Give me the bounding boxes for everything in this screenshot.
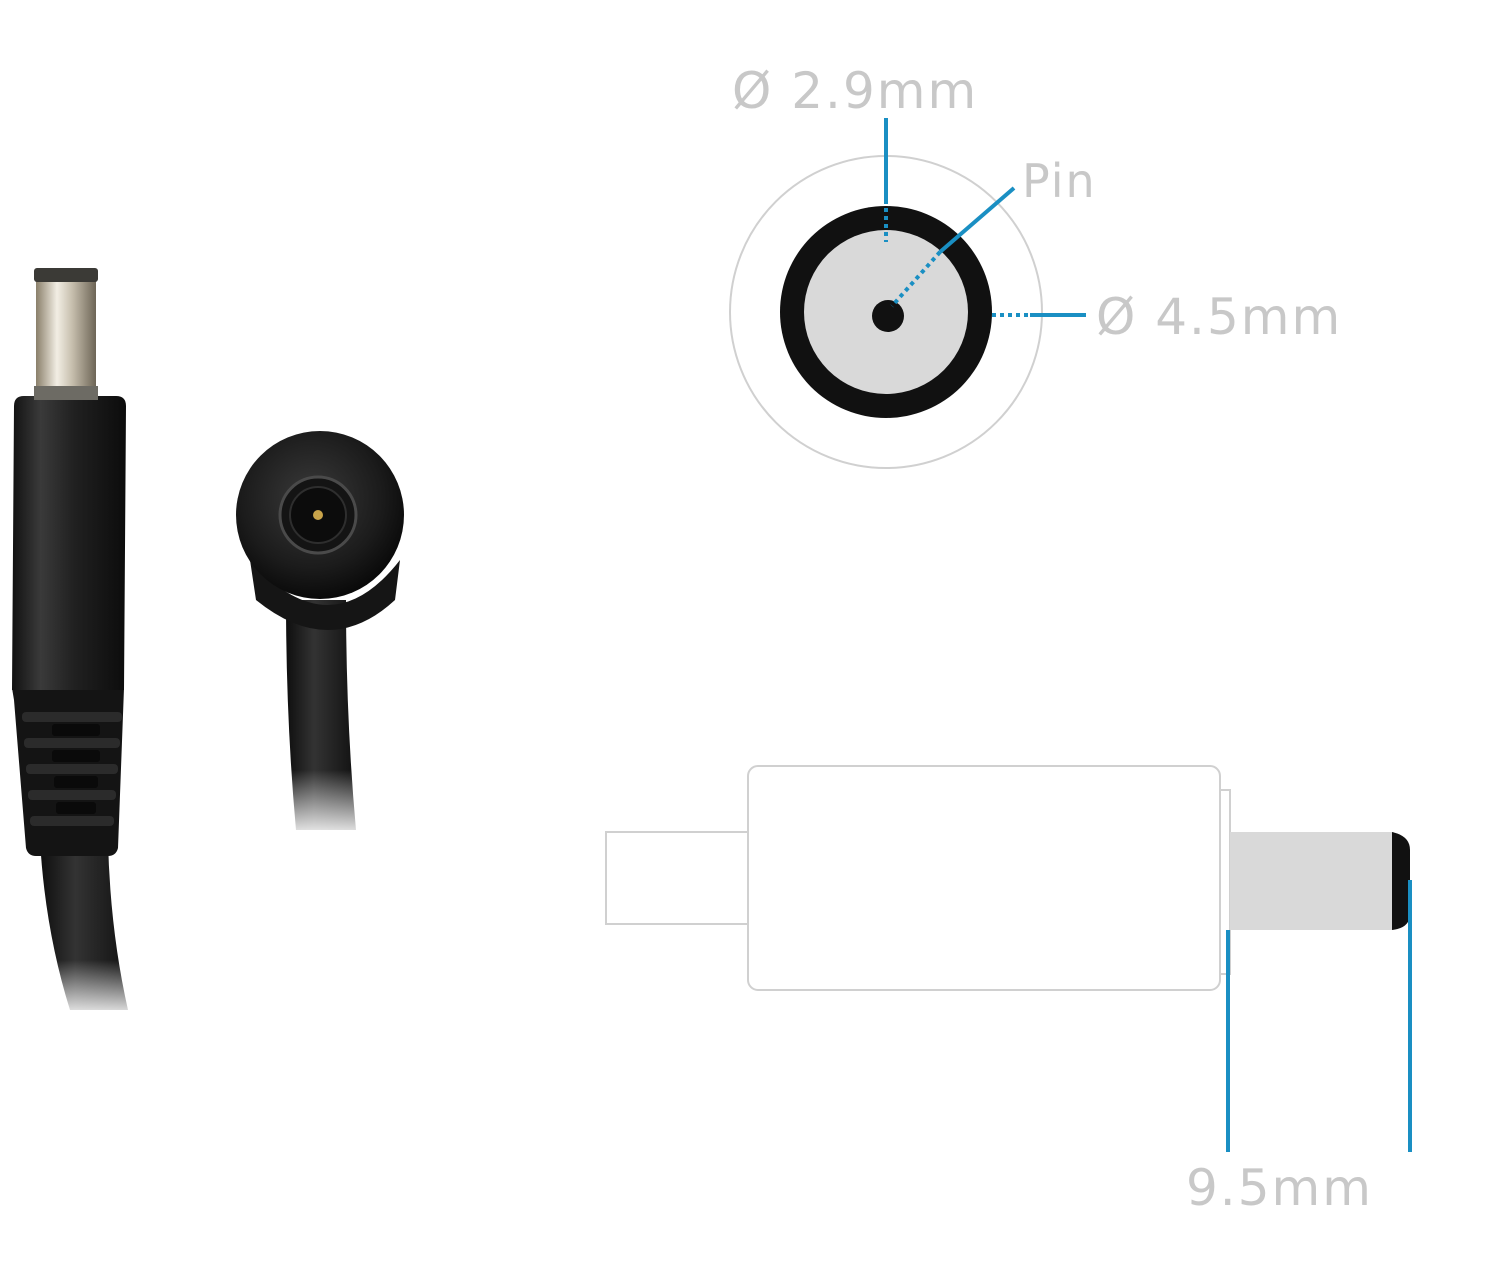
profile-tip [1230, 832, 1394, 930]
side-profile-diagram [605, 765, 1412, 1152]
plug-body [12, 396, 126, 690]
profile-body [747, 765, 1221, 991]
plug-side-photo [12, 268, 150, 1020]
tip-length-label: 9.5mm [1186, 1159, 1373, 1217]
center-pin [872, 300, 904, 332]
profile-tip-end [1392, 832, 1410, 930]
outer-diameter-label: Ø 4.5mm [1096, 288, 1343, 346]
profile-cable-stub [605, 831, 751, 925]
plug-face-pin [313, 510, 323, 520]
cross-section-diagram [729, 118, 1086, 469]
pin-leader [938, 186, 1016, 254]
plug-face-photo [236, 431, 404, 840]
pin-label: Pin [1022, 154, 1097, 208]
plug-metal-tip [36, 278, 96, 398]
inner-diameter-label: Ø 2.9mm [732, 62, 979, 120]
